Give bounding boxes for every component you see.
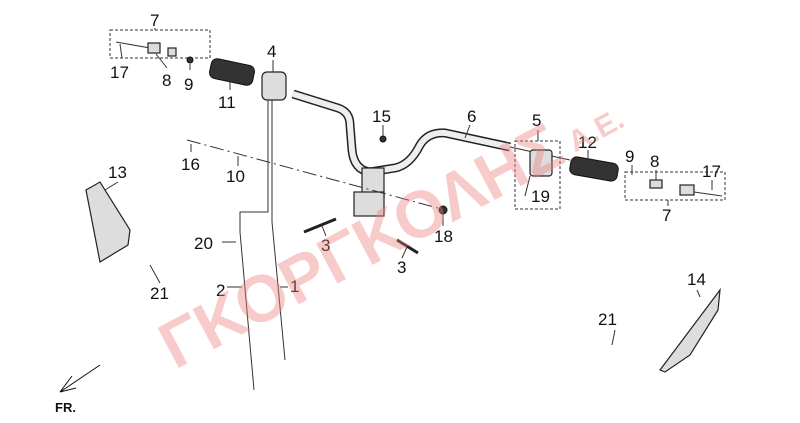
callout-8b: 8	[650, 152, 659, 171]
callout-21: 21	[150, 284, 169, 303]
callout-3b: 3	[397, 258, 406, 277]
callout-8: 8	[162, 71, 171, 90]
callout-11: 11	[218, 93, 236, 112]
callout-9b: 9	[625, 147, 634, 166]
callout-20: 20	[194, 234, 213, 253]
callout-labels: 7 17 8 9 11 4 15 6 5 12 9 8 17 7 19 16 1…	[108, 11, 721, 329]
callout-5: 5	[532, 111, 541, 130]
handlebar	[291, 89, 511, 217]
callout-6: 6	[467, 107, 476, 126]
callout-7b: 7	[662, 206, 671, 225]
callout-19: 19	[531, 187, 550, 206]
callout-1: 1	[290, 277, 299, 296]
callout-16: 16	[181, 155, 200, 174]
callout-4: 4	[267, 42, 276, 61]
callout-14: 14	[687, 270, 706, 289]
callout-15: 15	[372, 107, 391, 126]
cover-13	[85, 181, 131, 263]
callout-7: 7	[150, 11, 159, 30]
callout-13: 13	[108, 163, 127, 182]
switch-housing	[529, 149, 553, 177]
front-label: FR.	[55, 400, 76, 415]
callout-17: 17	[110, 63, 129, 82]
throttle-housing	[261, 71, 287, 101]
part-8-left	[147, 42, 161, 54]
callout-2: 2	[216, 281, 225, 300]
cover-14	[659, 287, 721, 373]
cable-1	[271, 100, 286, 361]
callout-21b: 21	[598, 310, 617, 329]
kit-box-left	[109, 29, 211, 59]
axis-line	[186, 139, 446, 211]
cable-2	[239, 100, 269, 391]
callout-12: 12	[578, 133, 597, 152]
callout-18: 18	[434, 227, 453, 246]
callout-10: 10	[226, 167, 245, 186]
callout-17b: 17	[702, 162, 721, 181]
grip-right	[569, 156, 619, 182]
grip-left	[209, 58, 255, 86]
front-direction-icon: FR.	[55, 364, 101, 415]
callout-9: 9	[184, 75, 193, 94]
callout-3a: 3	[321, 236, 330, 255]
